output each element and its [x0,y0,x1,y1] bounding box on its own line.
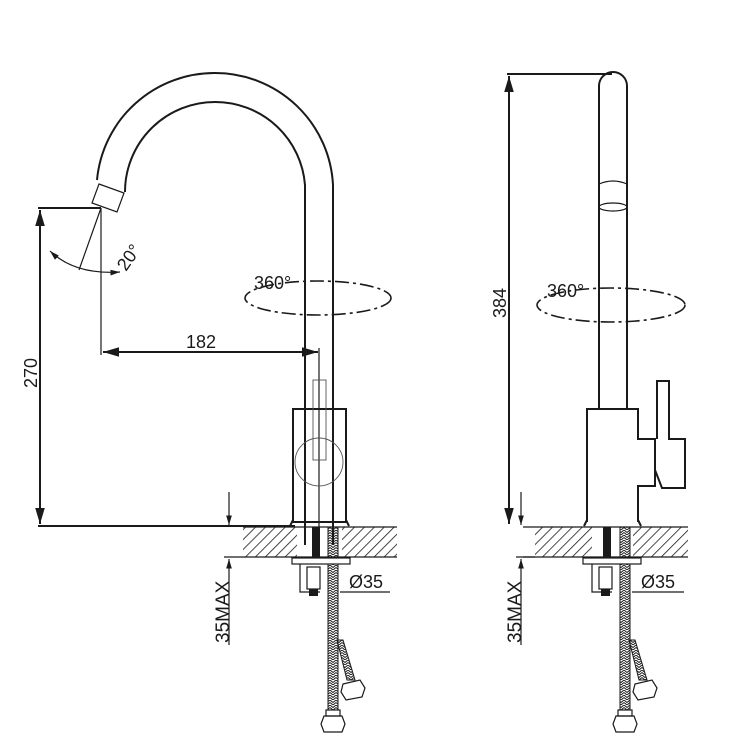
supply-hoses-side: Ø35 [591,563,684,733]
rotation-indicator: 360° [244,273,392,316]
counter-thickness-dimension-side: 35MAX [505,492,535,645]
reach-label: 182 [186,332,216,352]
hole-diameter-label: Ø35 [349,572,383,592]
spout [91,71,334,545]
supply-hoses: Ø35 [299,563,390,733]
front-view: 20° 360° 182 270 [21,71,397,733]
counter-thickness-dimension: 35MAX [213,492,243,645]
spout-height-label: 270 [21,358,41,388]
countertop-section-side [523,526,688,565]
spout-column [598,71,628,409]
counter-thickness-label-side: 35MAX [505,580,526,643]
reach-dimension: 182 [103,332,320,545]
hole-diameter-label-side: Ø35 [641,572,675,592]
counter-thickness-label: 35MAX [213,580,234,643]
total-height-label: 384 [490,288,510,318]
faucet-body-side [583,380,686,527]
countertop-section [243,526,397,565]
side-view: 360° 384 35MAX [490,71,688,733]
rotation-label: 360° [254,273,291,293]
rotation-label-side: 360° [547,281,584,301]
total-height-dimension: 384 [490,73,612,524]
faucet-body [289,379,350,527]
spout-height-dimension: 270 [21,207,295,527]
rotation-indicator-side: 360° [536,281,686,323]
tilt-angle-label: 20° [113,241,145,275]
tilt-angle-indicator: 20° [49,207,145,355]
